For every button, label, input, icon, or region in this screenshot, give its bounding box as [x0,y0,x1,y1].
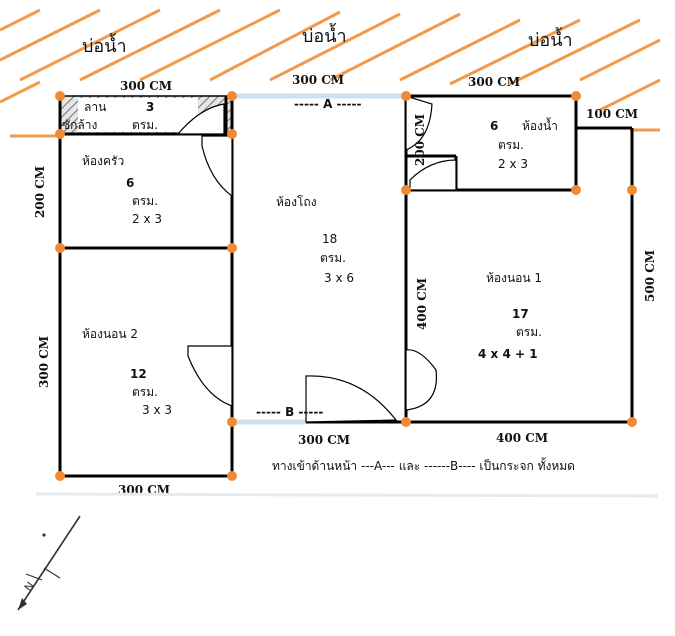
bathroom-unit: ตรม. [498,138,524,152]
pond-label: บ่อน้ำ [82,33,127,57]
dim-left-upper: 200 CM [33,166,47,218]
dim-bath-right: 100 CM [586,107,638,121]
bedroom1-size: 4 x 4 + 1 [478,347,538,361]
bathroom-size: 2 x 3 [498,157,528,171]
yard-label-bg [78,98,198,132]
kitchen-area: 6 [126,176,134,190]
glass-note: ทางเข้าด้านหน้า ---A--- และ ------B---- … [272,457,575,473]
bottom-rule [35,492,659,498]
bedroom1-name: ห้องนอน 1 [486,271,542,285]
bedroom2-name: ห้องนอน 2 [82,327,138,341]
kitchen-unit: ตรม. [132,194,158,208]
pond-water-stripes [0,8,661,138]
yard-unit: ตรม. [132,118,158,132]
yard-name: ลาน [84,100,106,114]
kitchen-name: ห้องครัว [82,154,124,168]
hall-area: 18 [322,232,337,246]
hall-size: 3 x 6 [324,271,354,285]
kitchen-size: 2 x 3 [132,212,162,226]
glass-mark-a: ----- A ----- [294,97,361,111]
dim-right-side: 500 CM [643,250,657,302]
bathroom-area: 6 [490,119,498,133]
pond-label: บ่อน้ำ [528,27,573,51]
bedroom1-unit: ตรม. [516,325,542,339]
bedroom1-area: 17 [512,307,529,321]
hall-unit: ตรม. [320,251,346,265]
yard-area: 3 [146,100,154,114]
glass-mark-b: ----- B ----- [256,405,323,419]
dim-bottom-right: 400 CM [496,431,548,445]
pond-label: บ่อน้ำ [302,23,347,47]
dim-top-left: 300 CM [120,79,172,93]
dim-bath-left: 200 CM [413,114,427,166]
dim-top-mid: 300 CM [292,73,344,87]
yard-name-2: ซักล้าง [62,118,97,132]
wall-nodes [55,91,637,481]
bathroom-name: ห้องน้ำ [522,117,558,133]
dim-bottom-mid: 300 CM [298,433,350,447]
dim-left-lower: 300 CM [37,336,51,388]
doors [176,95,457,423]
bedroom2-unit: ตรม. [132,385,158,399]
dim-top-right: 300 CM [468,75,520,89]
hall-name: ห้องโถง [276,195,317,209]
bedroom2-area: 12 [130,367,147,381]
svg-text:N: N [22,580,37,594]
bedroom2-size: 3 x 3 [142,403,172,417]
north-arrow-icon: N [17,515,81,611]
dim-bed1-left: 400 CM [415,278,429,330]
